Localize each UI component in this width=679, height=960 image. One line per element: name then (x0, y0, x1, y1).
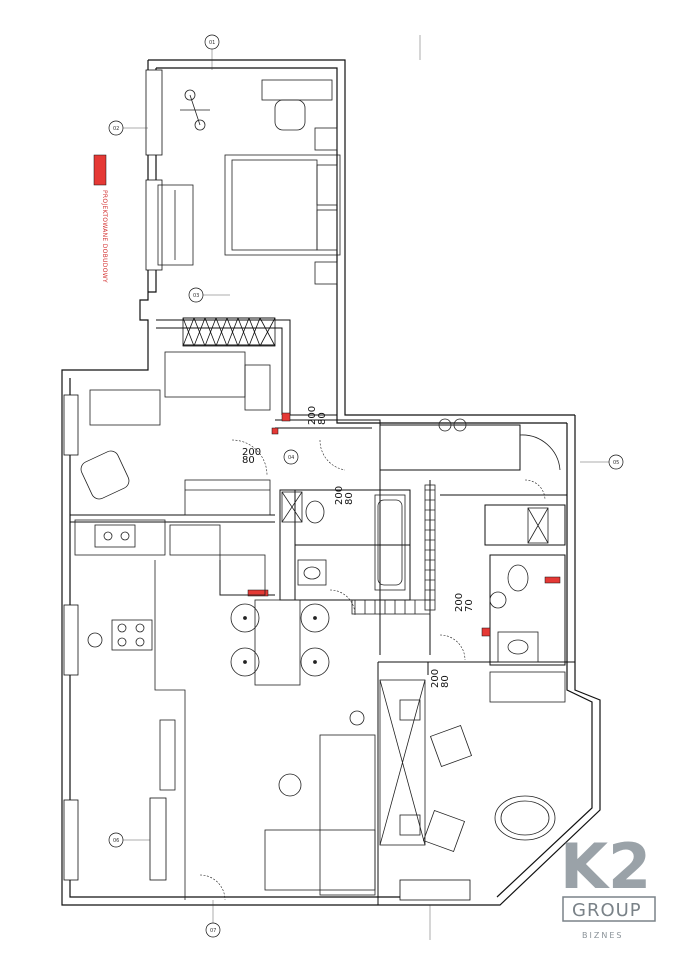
door-width: 70 (464, 599, 475, 612)
sink (94, 524, 136, 548)
door-label-2: 80 200 (307, 406, 328, 425)
wc-right (438, 418, 561, 663)
legend-swatch (93, 154, 107, 186)
company-logo: K2 GROUP BIZNES (560, 830, 656, 940)
axis-lines (123, 35, 609, 940)
shower (281, 491, 303, 523)
steering-lamp (349, 710, 365, 726)
door-width: 80 (242, 455, 255, 466)
tv-stand (184, 479, 271, 516)
axis-label: 01 (209, 40, 215, 46)
door-height: 200 (334, 486, 345, 505)
washbasin-right (497, 631, 539, 663)
interior-walls (70, 317, 575, 905)
nightstand-2 (314, 261, 338, 285)
windows (63, 69, 471, 901)
axis-marker-left-3 (283, 449, 299, 465)
office-chair-2 (422, 809, 466, 853)
bathroom (281, 484, 436, 615)
kitchen (74, 519, 266, 900)
chair (274, 99, 306, 131)
dining-table (254, 599, 301, 686)
desk (261, 79, 333, 101)
living-room (159, 710, 376, 896)
door-height: 200 (242, 447, 261, 458)
axis-label: 05 (613, 460, 619, 466)
axis-label: 06 (113, 838, 119, 844)
legend: PROJEKTOWANE DOBUDOWY (93, 154, 108, 283)
axis-label: 04 (288, 455, 294, 461)
door-width: 80 (317, 412, 328, 425)
axis-markers (108, 34, 624, 938)
nightstand (314, 127, 338, 151)
toilet (305, 500, 325, 524)
kitchen-counter (74, 519, 166, 556)
door-label-5: 80 200 (430, 669, 451, 688)
bookshelf (379, 679, 426, 846)
coffee-table (278, 773, 302, 797)
sofa-bed (89, 389, 161, 426)
logo-mark: K2 (560, 830, 651, 903)
sideboard (489, 671, 566, 703)
bedroom-furniture (157, 79, 341, 285)
washbasin (297, 559, 327, 586)
door-height: 200 (307, 406, 318, 425)
tv-unit (159, 719, 176, 791)
office-furniture (80, 351, 271, 516)
door-label-3: 80 200 (334, 486, 355, 505)
office-right (379, 671, 566, 853)
armchair (80, 450, 130, 500)
new-wall-markers (247, 412, 561, 637)
kitchen-cabinet (169, 524, 221, 556)
office-chair (429, 724, 473, 768)
bathtub (374, 494, 406, 591)
axis-labels: 01 02 03 04 05 06 07 (113, 40, 619, 934)
logo-group-frame (562, 896, 656, 922)
toilet-right (507, 564, 529, 592)
round-table (494, 795, 556, 841)
logo-tagline: BIZNES (582, 931, 623, 940)
bed (224, 154, 341, 256)
axis-label: 03 (193, 293, 199, 299)
door-width: 80 (440, 675, 451, 688)
door-label-4: 70 200 (454, 593, 475, 612)
axis-label: 07 (210, 928, 216, 934)
hob (111, 619, 153, 651)
door-swings (199, 439, 546, 901)
wardrobe (182, 317, 276, 347)
desk-left (164, 351, 246, 398)
logo-group: GROUP (572, 900, 642, 921)
plant (87, 632, 103, 648)
exterior-walls (61, 59, 601, 906)
door-height: 200 (430, 669, 441, 688)
axis-label: 02 (113, 126, 119, 132)
fridge (219, 554, 266, 596)
shelf (244, 364, 271, 411)
door-width: 80 (344, 492, 355, 505)
door-label-1: 80 200 (242, 447, 261, 466)
legend-label: PROJEKTOWANE DOBUDOWY (101, 190, 108, 283)
tv-cabinet (157, 184, 194, 266)
dining (230, 599, 330, 686)
door-height: 200 (454, 593, 465, 612)
